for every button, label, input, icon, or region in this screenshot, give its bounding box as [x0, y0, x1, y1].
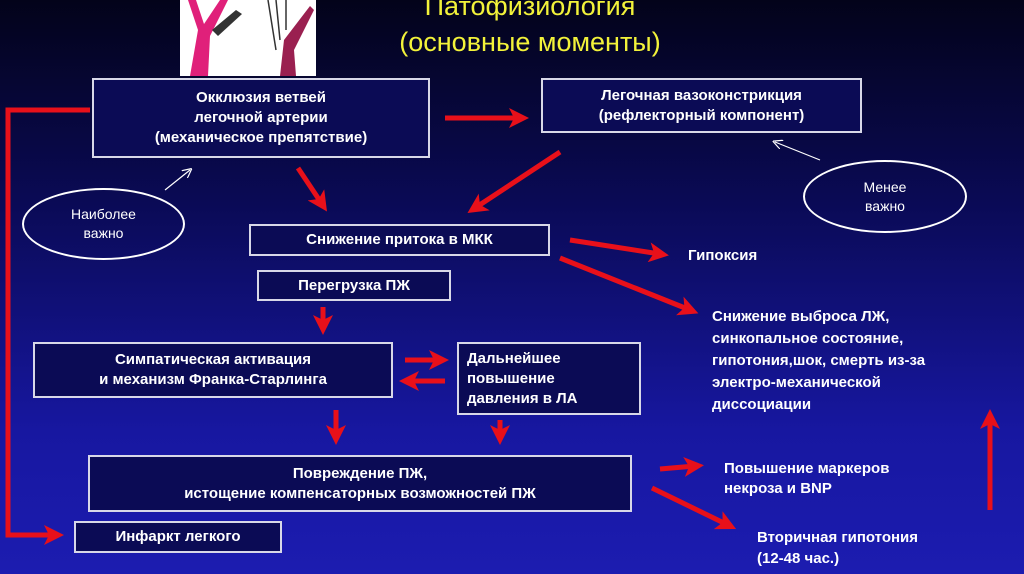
text-line: некроза и BNP	[724, 480, 832, 497]
text-line: Повышение маркеров	[724, 460, 890, 477]
text-line: (12-48 час.)	[757, 550, 840, 567]
text-line: Снижение выброса ЛЖ,	[712, 308, 890, 325]
box-line: Повреждение ПЖ,	[292, 464, 428, 482]
box-line: (рефлекторный компонент)	[598, 106, 805, 124]
arrow	[569, 237, 669, 263]
text-line: электро-механической	[712, 374, 881, 391]
arrow	[559, 255, 699, 316]
ellipse-line: важно	[865, 197, 905, 214]
sympathetic-box: Симпатическая активация и механизм Франк…	[33, 342, 393, 398]
arrow	[5, 107, 90, 545]
rv-overload-box: Перегрузка ПЖ	[257, 270, 451, 301]
pointer	[164, 170, 190, 191]
slide-title: Патофизиология (основные моменты)	[335, 0, 725, 60]
pointer	[775, 142, 821, 161]
box-line: Инфаркт легкого	[115, 528, 241, 545]
arrow	[467, 149, 562, 213]
box-line: Дальнейшее	[467, 349, 561, 367]
most-important-ellipse: Наиболее важно	[22, 188, 185, 260]
box-line: Симпатическая активация	[114, 351, 312, 368]
artery-illustration	[180, 0, 316, 76]
pressure-box: Дальнейшее повышение давления в ЛА	[457, 342, 641, 415]
box-line: и механизм Франка-Старлинга	[99, 371, 327, 388]
ellipse-line: Менее	[863, 178, 907, 195]
box-line: истощение компенсаторных возможностей ПЖ	[184, 484, 536, 502]
box-line: (механическое препятствие)	[154, 129, 368, 146]
arrow	[659, 456, 704, 477]
less-important-ellipse: Менее важно	[803, 160, 967, 233]
hypoxia-text: Гипоксия	[688, 247, 758, 264]
occlusion-box: Окклюзия ветвей легочной артерии (механи…	[92, 78, 430, 158]
lv-output-text: Снижение выброса ЛЖ, синкопальное состоя…	[712, 306, 925, 416]
box-line: повышение	[467, 369, 555, 387]
box-line: Легочная вазоконстрикция	[601, 86, 802, 104]
ellipse-line: Наиболее	[71, 206, 136, 222]
box-line: Окклюзия ветвей	[196, 89, 326, 106]
secondary-hypotension-text: Вторичная гипотония (12-48 час.)	[757, 527, 918, 569]
title-line: Патофизиология	[424, 0, 636, 21]
text-line: диссоциации	[712, 396, 812, 413]
arrow	[650, 485, 737, 530]
rv-damage-box: Повреждение ПЖ, истощение компенсаторных…	[88, 455, 632, 512]
box-line: Снижение притока в МКК	[306, 231, 493, 248]
vasoconstriction-box: Легочная вазоконстрикция (рефлекторный к…	[541, 78, 862, 133]
title-line: (основные моменты)	[399, 27, 661, 57]
box-line: давления в ЛА	[467, 389, 578, 407]
reduced-flow-box: Снижение притока в МКК	[249, 224, 550, 256]
text-line: синкопальное состояние,	[712, 330, 904, 347]
ellipse-line: важно	[83, 225, 124, 241]
infarction-box: Инфаркт легкого	[74, 521, 282, 553]
text-line: гипотония,шок, смерть из-за	[712, 352, 926, 369]
arrow	[295, 166, 327, 212]
text-line: Вторичная гипотония	[757, 529, 919, 546]
markers-text: Повышение маркеров некроза и BNP	[724, 459, 889, 499]
box-line: легочной артерии	[194, 109, 328, 126]
box-line: Перегрузка ПЖ	[298, 276, 410, 294]
